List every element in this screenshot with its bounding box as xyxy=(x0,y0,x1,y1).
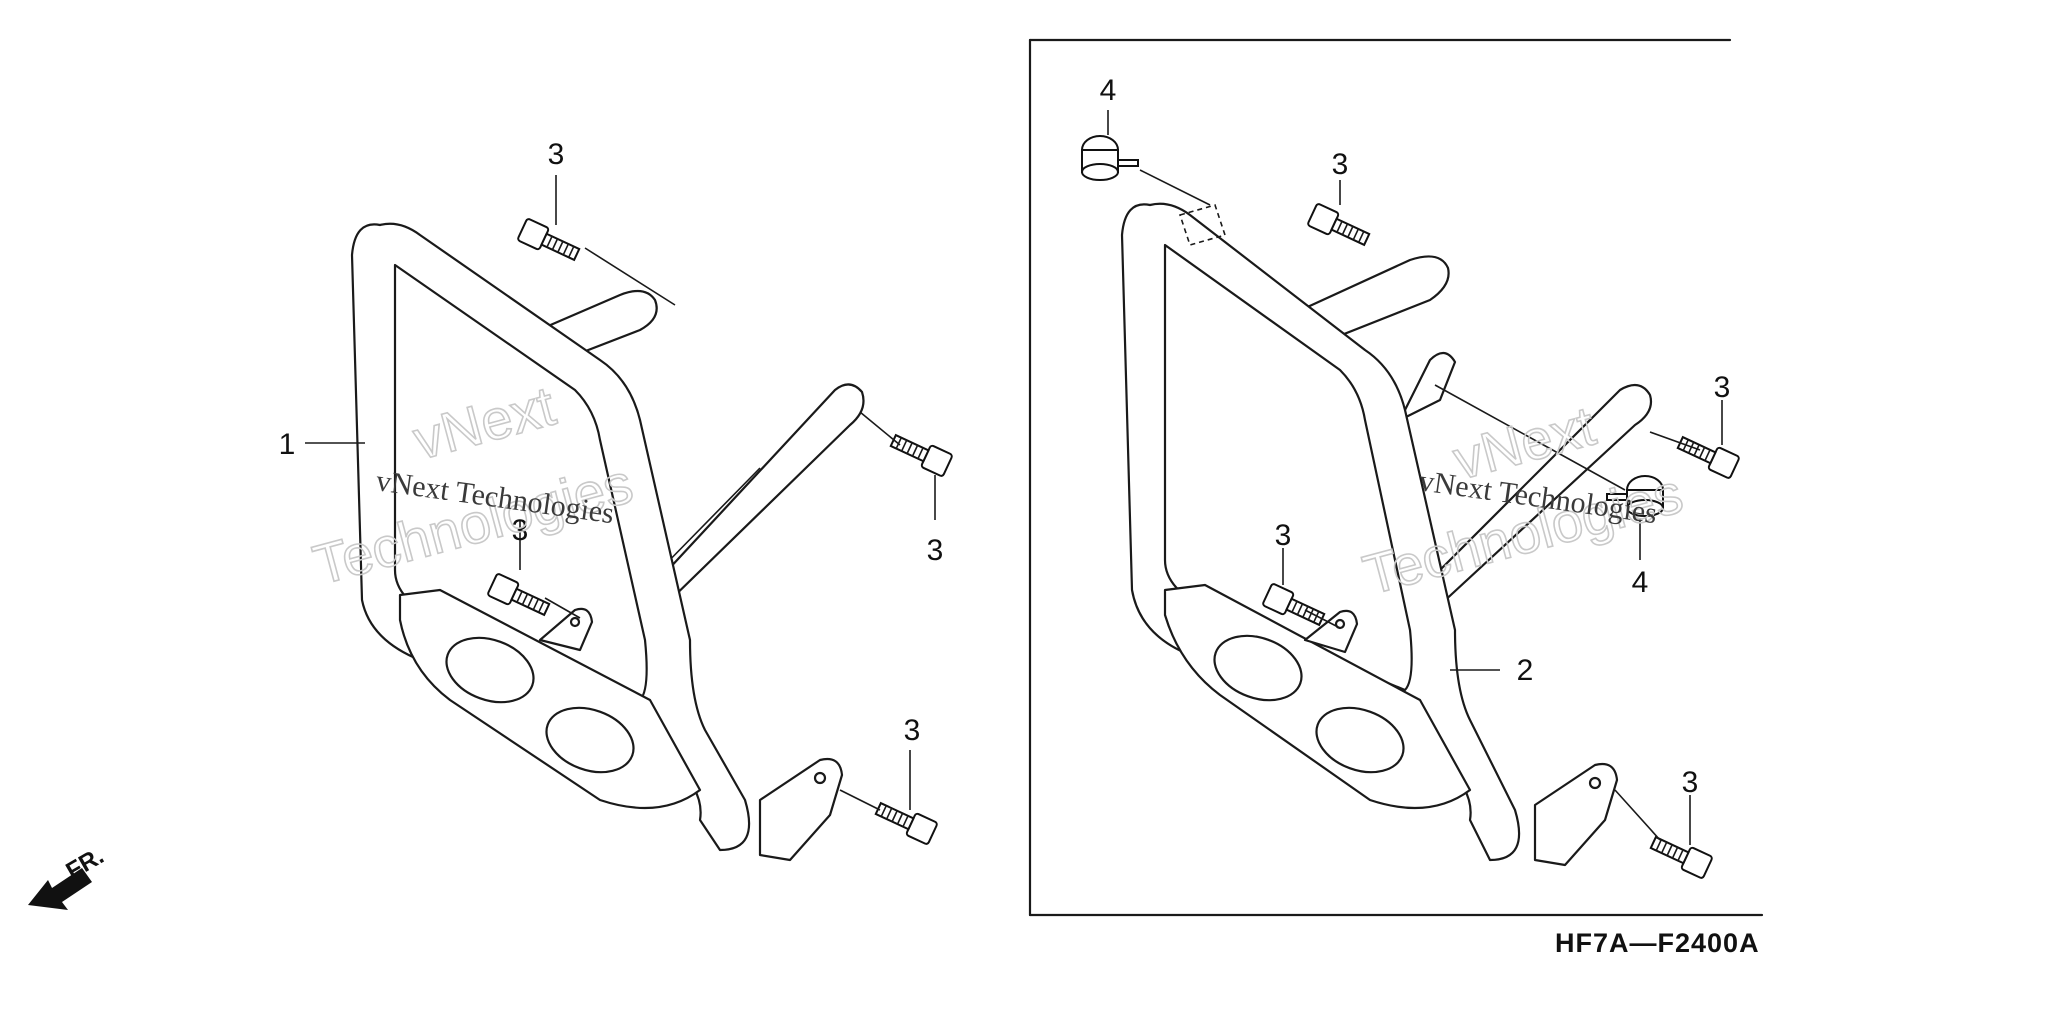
right-bumpers xyxy=(1081,135,1664,517)
callout-3: 3 xyxy=(548,138,565,171)
bolt-icon xyxy=(1307,203,1371,247)
bolt-icon xyxy=(487,573,551,617)
left-guard-assembly xyxy=(350,222,865,862)
callout-1: 1 xyxy=(279,428,296,461)
callout-3: 3 xyxy=(1275,519,1292,552)
front-direction-arrow: FR. xyxy=(28,842,108,910)
right-leaders xyxy=(1107,110,1723,845)
skid-hole-right xyxy=(1315,706,1405,774)
arrow-icon xyxy=(28,868,92,910)
callout-3: 3 xyxy=(512,514,529,547)
bolt-icon xyxy=(1649,835,1713,879)
left-callouts: 1 3 3 3 3 xyxy=(279,138,944,747)
bolt-icon xyxy=(874,801,938,845)
left-bolts xyxy=(487,218,953,845)
left-leaders xyxy=(305,175,936,811)
guard-frame-inner xyxy=(1163,243,1413,692)
right-view-frame xyxy=(1028,38,1764,917)
callout-2: 2 xyxy=(1517,654,1534,687)
callout-3: 3 xyxy=(927,534,944,567)
bolt-icon xyxy=(1262,583,1326,627)
bolt-icon xyxy=(517,218,581,262)
right-guard-assembly xyxy=(1120,202,1653,867)
callout-4: 4 xyxy=(1100,74,1117,107)
part-code: HF7A—F2400A xyxy=(1555,928,1760,958)
lower-rear-bracket xyxy=(638,383,865,612)
lower-rear-bracket xyxy=(1418,383,1653,607)
right-bolts xyxy=(1262,203,1740,879)
bolt-icon xyxy=(1676,435,1740,479)
lower-mount-tab xyxy=(1533,762,1619,867)
callout-3: 3 xyxy=(1332,148,1349,181)
skid-hole-left xyxy=(445,636,535,704)
skid-hole-left xyxy=(1213,634,1303,702)
callout-3: 3 xyxy=(904,714,921,747)
lower-mount-tab xyxy=(758,757,844,862)
bumper-icon xyxy=(1081,135,1139,181)
callout-3: 3 xyxy=(1682,766,1699,799)
callout-3: 3 xyxy=(1714,371,1731,404)
bolt-icon xyxy=(889,433,953,477)
right-callouts: 4 3 3 3 4 2 3 xyxy=(1100,74,1731,799)
bracket-arm xyxy=(1398,351,1457,422)
skid-hole-right xyxy=(545,706,635,774)
bumper-icon xyxy=(1606,475,1664,517)
callout-4: 4 xyxy=(1632,566,1649,599)
